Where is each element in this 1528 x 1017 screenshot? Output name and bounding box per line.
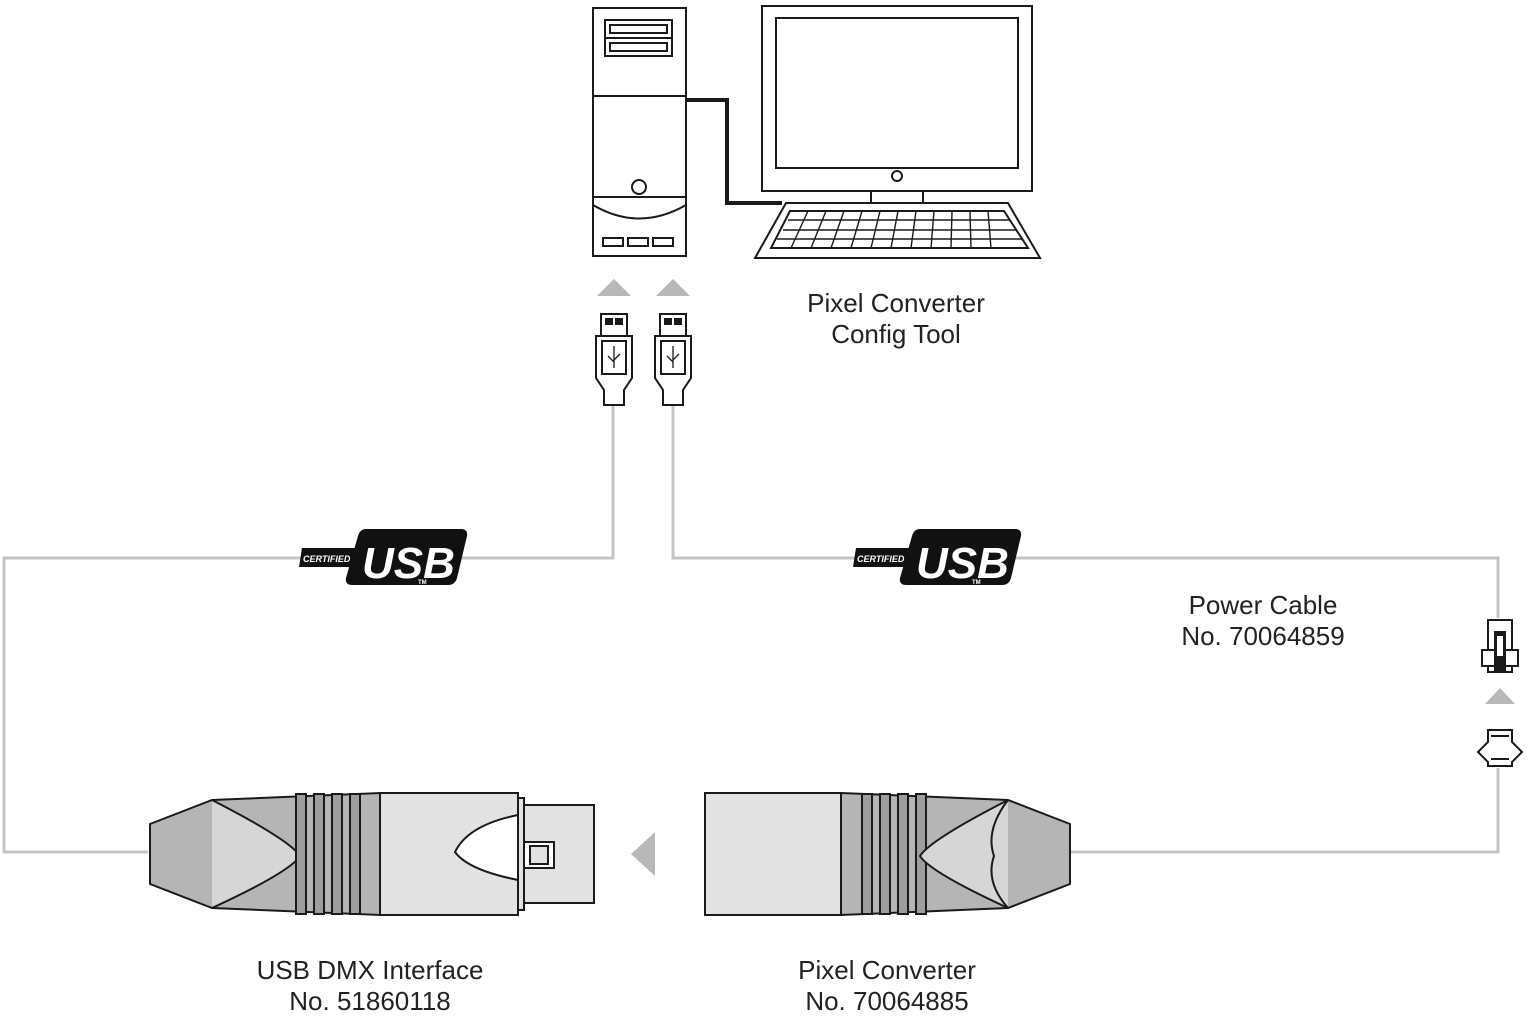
arrows — [597, 279, 1515, 876]
usb-dmx-interface-label: USB DMX Interface No. 51860118 — [220, 955, 520, 1017]
pixel-converter-label: Pixel Converter No. 70064885 — [757, 955, 1017, 1017]
pixel-converter-label-line1: Pixel Converter — [798, 955, 976, 985]
usb-dmx-interface-label-line2: No. 51860118 — [289, 986, 451, 1016]
monitor-cable — [686, 98, 782, 205]
cables — [2, 406, 1500, 854]
usb-logo-right: CERTIFIED USB TM — [853, 529, 1022, 588]
monitor — [761, 5, 1033, 204]
arrow-left-xlr — [631, 832, 655, 876]
usb-logo-left-certified: CERTIFIED — [303, 554, 351, 564]
usb-logo-right-tm: TM — [972, 580, 981, 586]
usb-cable-left — [2, 406, 615, 854]
usb-logo-left-word: USB — [362, 539, 455, 588]
config-tool-label-line1: Pixel Converter — [807, 288, 985, 318]
keyboard — [753, 202, 1042, 259]
usb-logo-right-word: USB — [916, 539, 1009, 588]
usb-logo-left: CERTIFIED USB TM — [299, 529, 468, 588]
pixel-converter-connector — [704, 791, 1071, 917]
pc-tower — [592, 7, 687, 257]
power-cable-label: Power Cable No. 70064859 — [1150, 590, 1376, 652]
usb-dmx-interface-connector — [149, 791, 595, 917]
usb-cable-right — [671, 406, 1500, 618]
arrow-up-power — [1485, 688, 1515, 704]
power-connector-male — [1481, 619, 1519, 673]
config-tool-label-line2: Config Tool — [831, 319, 961, 349]
usb-plug-right — [654, 313, 692, 406]
arrow-up-left-usb — [597, 279, 631, 296]
usb-plug-left — [595, 313, 633, 406]
power-cable-label-line1: Power Cable — [1188, 590, 1338, 620]
power-cable-label-line2: No. 70064859 — [1181, 621, 1345, 651]
arrow-up-right-usb — [656, 279, 690, 296]
pixel-converter-label-line2: No. 70064885 — [805, 986, 969, 1016]
usb-logo-left-tm: TM — [418, 580, 427, 586]
power-cable — [1070, 768, 1500, 854]
usb-dmx-interface-label-line1: USB DMX Interface — [256, 955, 484, 985]
usb-logo-right-certified: CERTIFIED — [857, 554, 905, 564]
power-connector-female — [1476, 729, 1524, 767]
config-tool-label: Pixel Converter Config Tool — [776, 288, 1016, 350]
power-button — [631, 179, 647, 195]
